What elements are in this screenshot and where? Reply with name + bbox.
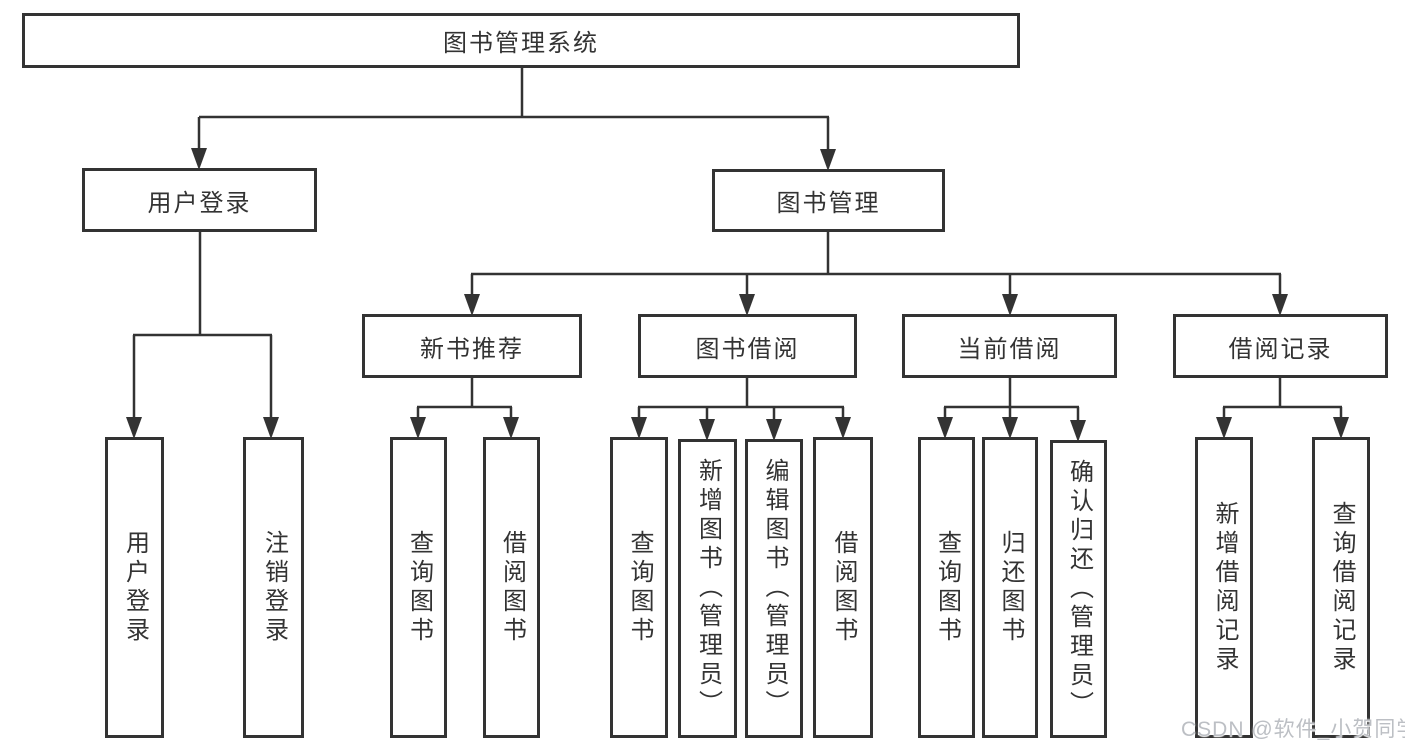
leaf-query-books-borrow: 查询图书 [610, 437, 668, 738]
leaf-add-book-admin: 新增图书（管理员） [678, 439, 737, 738]
leaf-query-books-current: 查询图书 [918, 437, 975, 738]
leaf-edit-book-admin: 编辑图书（管理员） [745, 439, 803, 738]
leaf-borrow-books: 借阅图书 [813, 437, 873, 738]
node-new-book-recommend: 新书推荐 [362, 314, 582, 378]
leaf-logout: 注销登录 [243, 437, 304, 738]
leaf-add-borrow-record: 新增借阅记录 [1195, 437, 1253, 738]
node-current-borrow: 当前借阅 [902, 314, 1117, 378]
leaf-return-book: 归还图书 [982, 437, 1038, 738]
node-borrow-records: 借阅记录 [1173, 314, 1388, 378]
csdn-watermark: CSDN @软件_小贺同学 [1181, 718, 1405, 741]
node-library-management-system: 图书管理系统 [22, 13, 1020, 68]
node-user-login: 用户登录 [82, 168, 317, 232]
leaf-query-books-recommend: 查询图书 [390, 437, 447, 738]
leaf-query-borrow-record: 查询借阅记录 [1312, 437, 1370, 738]
leaf-borrow-books-recommend: 借阅图书 [483, 437, 540, 738]
leaf-user-login: 用户登录 [105, 437, 164, 738]
leaf-confirm-return-admin: 确认归还（管理员） [1050, 440, 1107, 738]
node-book-management: 图书管理 [712, 169, 945, 232]
node-book-borrow: 图书借阅 [638, 314, 857, 378]
